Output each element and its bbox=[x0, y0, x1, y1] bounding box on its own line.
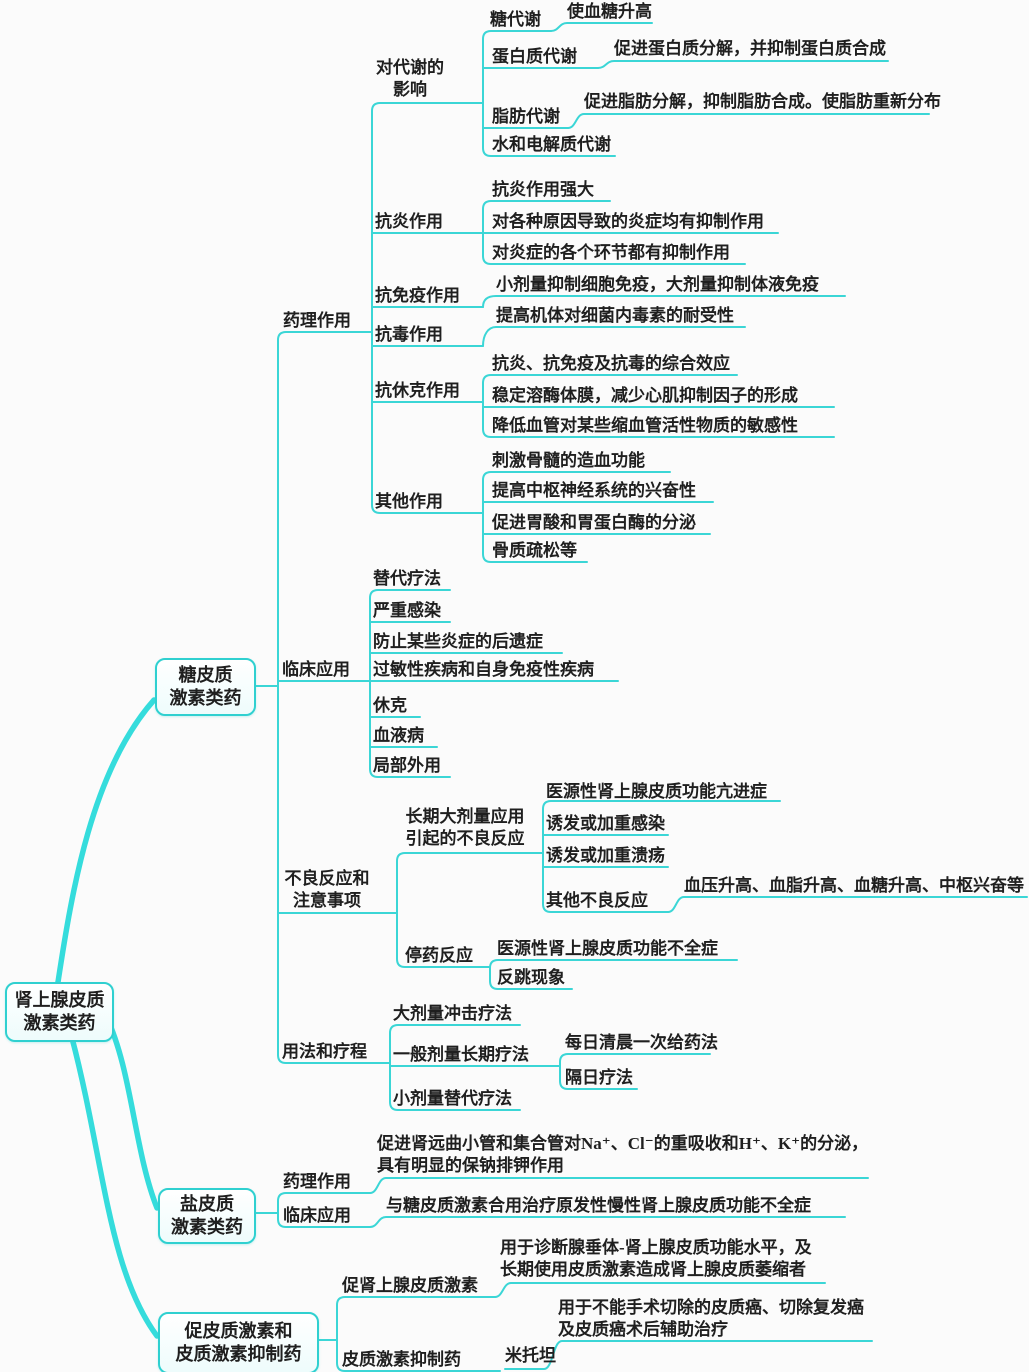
leaf-dosage-morning: 每日清晨一次给药法 bbox=[565, 1033, 718, 1052]
leaf-fat-detail: 促进脂肪分解，抑制脂肪合成。使脂肪重新分布 bbox=[584, 92, 941, 111]
leaf-other-3: 促进胃酸和胃蛋白酶的分泌 bbox=[492, 513, 696, 532]
leaf-other-4: 骨质疏松等 bbox=[492, 541, 577, 560]
branch-withdrawal: 停药反应 bbox=[405, 946, 473, 965]
topic-protein-metabolism: 蛋白质代谢 bbox=[492, 47, 577, 66]
leaf-anti-shock-1: 抗炎、抗免疫及抗毒的综合效应 bbox=[492, 354, 730, 373]
leaf-anti-inflammatory-1: 抗炎作用强大 bbox=[492, 180, 594, 199]
leaf-adverse-1: 医源性肾上腺皮质功能亢进症 bbox=[546, 782, 767, 801]
leaf-other-1: 刺激骨髓的造血功能 bbox=[492, 451, 645, 470]
branch-dosage: 用法和疗程 bbox=[282, 1042, 367, 1061]
leaf-clinical-1: 替代疗法 bbox=[373, 569, 441, 588]
branch-longterm-adverse: 长期大剂量应用 引起的不良反应 bbox=[405, 807, 525, 848]
topic-fat-metabolism: 脂肪代谢 bbox=[492, 107, 560, 126]
leaf-anti-toxic-1: 提高机体对细菌内毒素的耐受性 bbox=[496, 306, 734, 325]
leaf-withdrawal-1: 医源性肾上腺皮质功能不全症 bbox=[497, 939, 718, 958]
node-root: 肾上腺皮质 激素类药 bbox=[5, 982, 114, 1042]
branch-anti-inflammatory: 抗炎作用 bbox=[375, 212, 443, 231]
leaf-anti-shock-3: 降低血管对某些缩血管活性物质的敏感性 bbox=[492, 416, 798, 435]
branch-anti-shock: 抗休克作用 bbox=[375, 381, 460, 400]
leaf-clinical-3: 防止某些炎症的后遗症 bbox=[373, 632, 543, 651]
leaf-sugar-detail: 使血糖升高 bbox=[567, 2, 652, 21]
leaf-anti-immune-1: 小剂量抑制细胞免疫，大剂量抑制体液免疫 bbox=[496, 275, 819, 294]
leaf-clinical-4: 过敏性疾病和自身免疫性疾病 bbox=[373, 660, 594, 679]
leaf-protein-detail: 促进蛋白质分解，并抑制蛋白质合成 bbox=[614, 39, 886, 58]
leaf-withdrawal-2: 反跳现象 bbox=[497, 968, 565, 987]
topic-other-adverse: 其他不良反应 bbox=[546, 891, 648, 910]
topic-mitotane: 米托坦 bbox=[505, 1346, 556, 1365]
node-acth-and-inhibitors: 促皮质激素和 皮质激素抑制药 bbox=[158, 1312, 319, 1372]
leaf-other-2: 提高中枢神经系统的兴奋性 bbox=[492, 481, 696, 500]
leaf-acth-detail: 用于诊断腺垂体-肾上腺皮质功能水平，及 长期使用皮质激素造成肾上腺皮质萎缩者 bbox=[500, 1238, 812, 1279]
branch-mineralo-pharm: 药理作用 bbox=[283, 1172, 351, 1191]
leaf-anti-inflammatory-2: 对各种原因导致的炎症均有抑制作用 bbox=[492, 212, 764, 231]
leaf-adverse-2: 诱发或加重感染 bbox=[546, 814, 665, 833]
branch-adverse-reactions: 不良反应和 注意事项 bbox=[284, 869, 370, 910]
leaf-mineralo-clinical-detail: 与糖皮质激素合用治疗原发性慢性肾上腺皮质功能不全症 bbox=[386, 1196, 811, 1215]
branch-anti-immune: 抗免疫作用 bbox=[375, 286, 460, 305]
leaf-dosage-small: 小剂量替代疗法 bbox=[393, 1089, 512, 1108]
topic-dosage-general: 一般剂量长期疗法 bbox=[393, 1045, 529, 1064]
leaf-clinical-7: 局部外用 bbox=[373, 756, 441, 775]
leaf-anti-inflammatory-3: 对炎症的各个环节都有抑制作用 bbox=[492, 243, 730, 262]
leaf-dosage-alternate: 隔日疗法 bbox=[565, 1068, 633, 1087]
node-mineralocorticoid: 盐皮质 激素类药 bbox=[158, 1188, 256, 1244]
branch-clinical-use: 临床应用 bbox=[282, 660, 350, 679]
branch-acth: 促肾上腺皮质激素 bbox=[342, 1276, 478, 1295]
leaf-mitotane-detail: 用于不能手术切除的皮质癌、切除复发癌 及皮质癌术后辅助治疗 bbox=[558, 1298, 864, 1339]
leaf-other-adverse-detail: 血压升高、血脂升高、血糖升高、中枢兴奋等 bbox=[684, 876, 1024, 895]
node-glucocorticoid: 糖皮质 激素类药 bbox=[155, 658, 256, 716]
leaf-clinical-2: 严重感染 bbox=[373, 601, 441, 620]
topic-sugar-metabolism: 糖代谢 bbox=[490, 10, 541, 29]
branch-mineralo-clinical: 临床应用 bbox=[283, 1206, 351, 1225]
leaf-dosage-pulse: 大剂量冲击疗法 bbox=[393, 1004, 512, 1023]
leaf-clinical-6: 血液病 bbox=[373, 726, 424, 745]
branch-inhibitor: 皮质激素抑制药 bbox=[342, 1350, 461, 1369]
branch-metabolism-effect: 对代谢的 影响 bbox=[376, 58, 444, 99]
branch-anti-toxic: 抗毒作用 bbox=[375, 325, 443, 344]
topic-water-electrolyte: 水和电解质代谢 bbox=[492, 135, 611, 154]
branch-other-effects: 其他作用 bbox=[375, 492, 443, 511]
leaf-mineralo-pharm-detail: 促进肾远曲小管和集合管对Na⁺、Cl⁻的重吸收和H⁺、K⁺的分泌， 具有明显的保… bbox=[377, 1134, 869, 1175]
leaf-clinical-5: 休克 bbox=[373, 696, 407, 715]
leaf-adverse-3: 诱发或加重溃疡 bbox=[546, 846, 665, 865]
leaf-anti-shock-2: 稳定溶酶体膜，减少心肌抑制因子的形成 bbox=[492, 386, 798, 405]
branch-pharmacology: 药理作用 bbox=[283, 311, 351, 330]
